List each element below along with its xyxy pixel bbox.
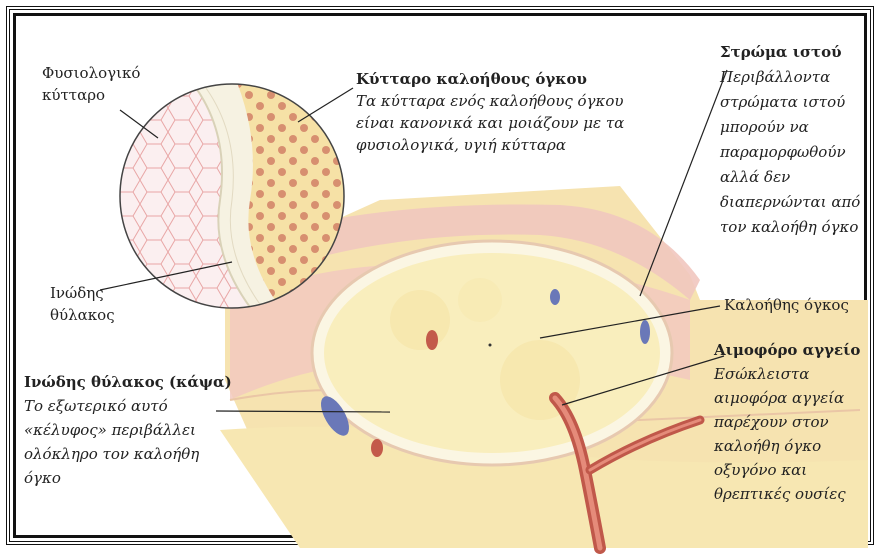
capsule-text-3: ολόκληρο τον καλοήθη [24,442,232,466]
benign-tumor-mass [312,241,672,465]
label-normal-cell: Φυσιολογικό κύτταρο [42,62,140,106]
stroma-text-1: Περιβάλλοντα [720,65,860,90]
normal-cell-line1: Φυσιολογικό [42,62,140,84]
label-blood-vessel: Αιμοφόρο αγγείο Εσώκλειστα αιμοφόρα αγγε… [714,338,860,506]
stroma-text-2: στρώματα ιστού [720,90,860,115]
label-fibrous-sac: Ινώδης θύλακος [50,282,115,326]
blood-vessel-text-6: θρεπτικές ουσίες [714,482,860,506]
label-benign-tumor: Καλοήθης όγκος [724,294,849,316]
blood-vessel-text-3: παρέχουν στον [714,410,860,434]
stroma-text-5: αλλά δεν [720,165,860,190]
stroma-text-7: τον καλοήθη όγκο [720,215,860,240]
label-benign-cell: Κύτταρο καλοήθους όγκου Τα κύτταρα ενός … [356,68,624,156]
capsule-heading: Ινώδης θύλακος (κάψα) [24,370,232,394]
blood-vessel-heading: Αιμοφόρο αγγείο [714,338,860,362]
capsule-text-2: «κέλυφος» περιβάλλει [24,418,232,442]
benign-cell-text-1: Τα κύτταρα ενός καλοήθους όγκου [356,90,624,112]
benign-tumor-text: Καλοήθης όγκος [724,294,849,316]
blood-vessel-text-2: αιμοφόρα αγγεία [714,386,860,410]
stroma-heading: Στρώμα ιστού [720,40,860,65]
blood-vessel-text-1: Εσώκλειστα [714,362,860,386]
blood-vessel-text-4: καλοήθη όγκο [714,434,860,458]
capsule-text-4: όγκο [24,466,232,490]
stroma-text-4: παραμορφωθούν [720,140,860,165]
blood-vessel-text-5: οξυγόνο και [714,458,860,482]
benign-cell-text-2: είναι κανονικά και μοιάζουν με τα [356,112,624,134]
fibrous-sac-line1: Ινώδης [50,282,115,304]
label-stroma: Στρώμα ιστού Περιβάλλοντα στρώματα ιστού… [720,40,860,240]
stroma-text-3: μπορούν να [720,115,860,140]
capsule-text-1: Το εξωτερικό αυτό [24,394,232,418]
normal-cell-line2: κύτταρο [42,84,140,106]
fibrous-sac-line2: θύλακος [50,304,115,326]
stroma-text-6: διαπερνώνται από [720,190,860,215]
benign-cell-text-3: φυσιολογικά, υγιή κύτταρα [356,134,624,156]
benign-cell-heading: Κύτταρο καλοήθους όγκου [356,68,624,90]
label-capsule: Ινώδης θύλακος (κάψα) Το εξωτερικό αυτό … [24,370,232,490]
